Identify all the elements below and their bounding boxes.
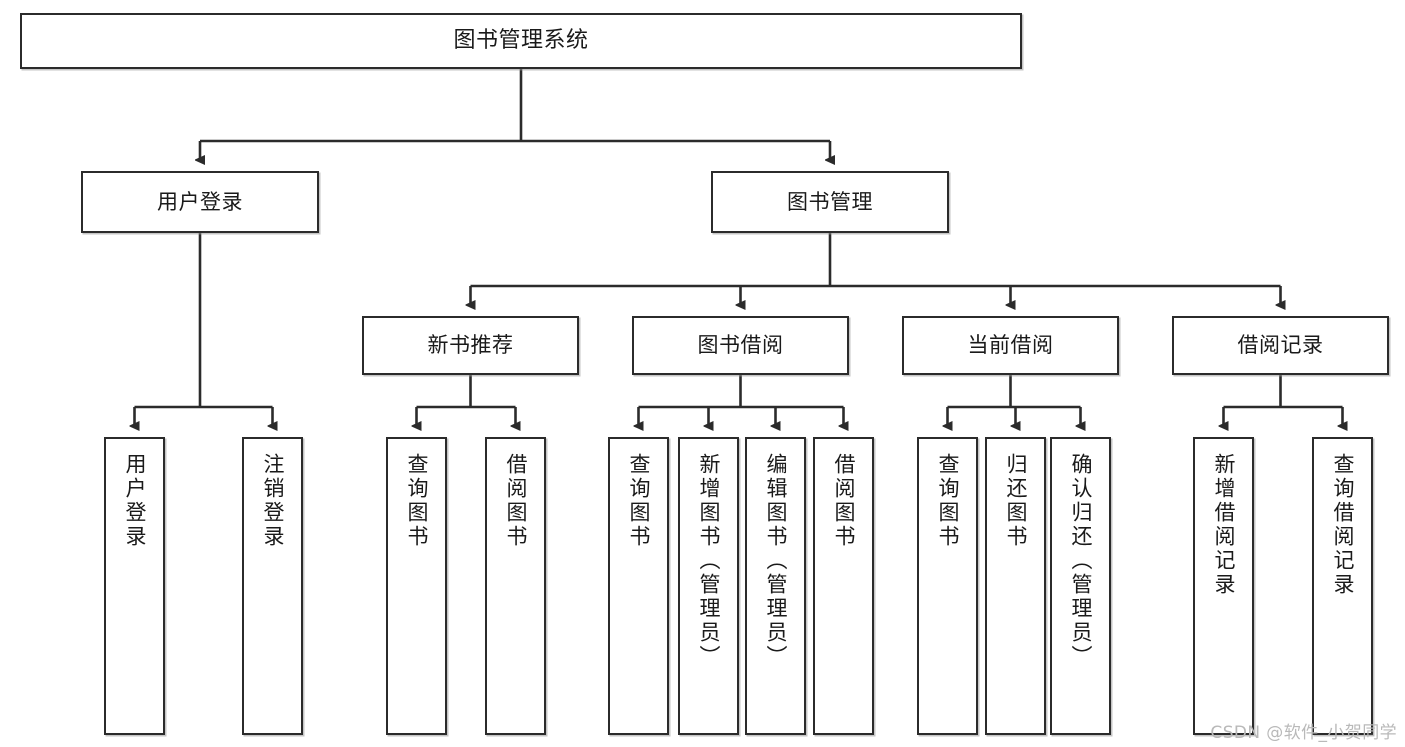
node-leaf-add-book-admin[interactable]: 新增图书（管理员） xyxy=(678,437,739,735)
node-book-borrow-label: 图书借阅 xyxy=(697,333,784,358)
node-leaf-borrow-book-1[interactable]: 借阅图书 xyxy=(485,437,546,735)
node-leaf-edit-book-admin[interactable]: 编辑图书（管理员） xyxy=(745,437,806,735)
node-leaf-confirm-return-admin-label: 确认归还（管理员） xyxy=(1069,453,1093,669)
node-leaf-add-book-admin-label: 新增图书（管理员） xyxy=(697,453,721,669)
node-leaf-query-book-1[interactable]: 查询图书 xyxy=(386,437,447,735)
node-leaf-query-borrow-record-label: 查询借阅记录 xyxy=(1331,453,1355,597)
node-leaf-logout-login[interactable]: 注销登录 xyxy=(242,437,303,735)
node-leaf-user-login-label: 用户登录 xyxy=(123,453,147,549)
csdn-watermark: CSDN @软件_小贺同学 xyxy=(1210,723,1397,743)
node-leaf-borrow-book-2[interactable]: 借阅图书 xyxy=(813,437,874,735)
node-leaf-return-book-label: 归还图书 xyxy=(1004,453,1028,549)
node-root-label: 图书管理系统 xyxy=(453,28,589,54)
node-leaf-query-borrow-record[interactable]: 查询借阅记录 xyxy=(1312,437,1373,735)
node-new-book-recommend-label: 新书推荐 xyxy=(427,333,514,358)
node-leaf-query-book-2[interactable]: 查询图书 xyxy=(608,437,669,735)
node-leaf-borrow-book-1-label: 借阅图书 xyxy=(504,453,528,549)
node-user-login-label: 用户登录 xyxy=(157,189,243,214)
node-book-manage-label: 图书管理 xyxy=(787,189,873,214)
node-leaf-return-book[interactable]: 归还图书 xyxy=(985,437,1046,735)
node-leaf-query-book-1-label: 查询图书 xyxy=(405,453,429,549)
node-current-borrow[interactable]: 当前借阅 xyxy=(902,316,1119,375)
node-borrow-record[interactable]: 借阅记录 xyxy=(1172,316,1389,375)
node-root[interactable]: 图书管理系统 xyxy=(20,13,1022,69)
node-leaf-confirm-return-admin[interactable]: 确认归还（管理员） xyxy=(1050,437,1111,735)
node-leaf-logout-login-label: 注销登录 xyxy=(261,453,285,549)
node-leaf-add-borrow-record-label: 新增借阅记录 xyxy=(1212,453,1236,597)
node-book-borrow[interactable]: 图书借阅 xyxy=(632,316,849,375)
node-leaf-query-book-2-label: 查询图书 xyxy=(627,453,651,549)
node-leaf-query-book-3[interactable]: 查询图书 xyxy=(917,437,978,735)
node-leaf-query-book-3-label: 查询图书 xyxy=(936,453,960,549)
node-leaf-edit-book-admin-label: 编辑图书（管理员） xyxy=(764,453,788,669)
node-leaf-add-borrow-record[interactable]: 新增借阅记录 xyxy=(1193,437,1254,735)
node-borrow-record-label: 借阅记录 xyxy=(1237,333,1324,358)
node-new-book-recommend[interactable]: 新书推荐 xyxy=(362,316,579,375)
node-leaf-user-login[interactable]: 用户登录 xyxy=(104,437,165,735)
node-current-borrow-label: 当前借阅 xyxy=(967,333,1054,358)
node-user-login[interactable]: 用户登录 xyxy=(81,171,319,233)
node-book-manage[interactable]: 图书管理 xyxy=(711,171,949,233)
node-leaf-borrow-book-2-label: 借阅图书 xyxy=(832,453,856,549)
